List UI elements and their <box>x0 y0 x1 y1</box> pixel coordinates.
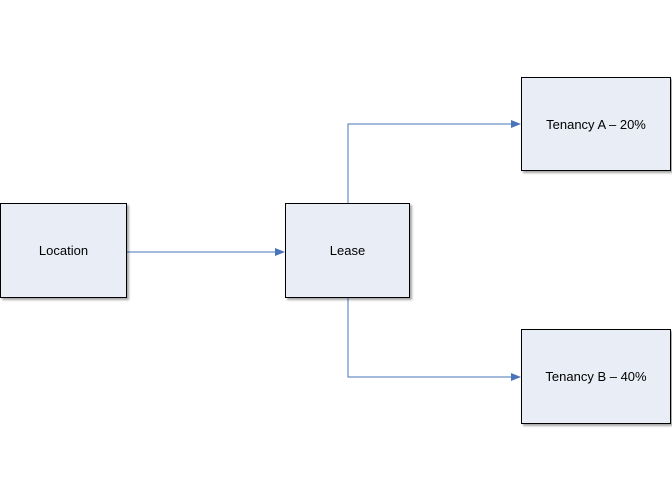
lease-label: Lease <box>329 243 366 258</box>
lease-box: Lease <box>285 203 410 298</box>
connector-lease-to-tenancy-b <box>347 298 521 381</box>
tenancy-a-label: Tenancy A – 20% <box>546 116 646 132</box>
tenancy-b-box: Tenancy B – 40% <box>521 329 671 424</box>
tenancy-a-box: Tenancy A – 20% <box>521 77 671 171</box>
location-label: Location <box>38 243 89 258</box>
tenancy-b-label: Tenancy B – 40% <box>545 369 647 384</box>
location-box: Location <box>0 203 127 298</box>
connector-lease-to-tenancy-a <box>347 120 521 203</box>
